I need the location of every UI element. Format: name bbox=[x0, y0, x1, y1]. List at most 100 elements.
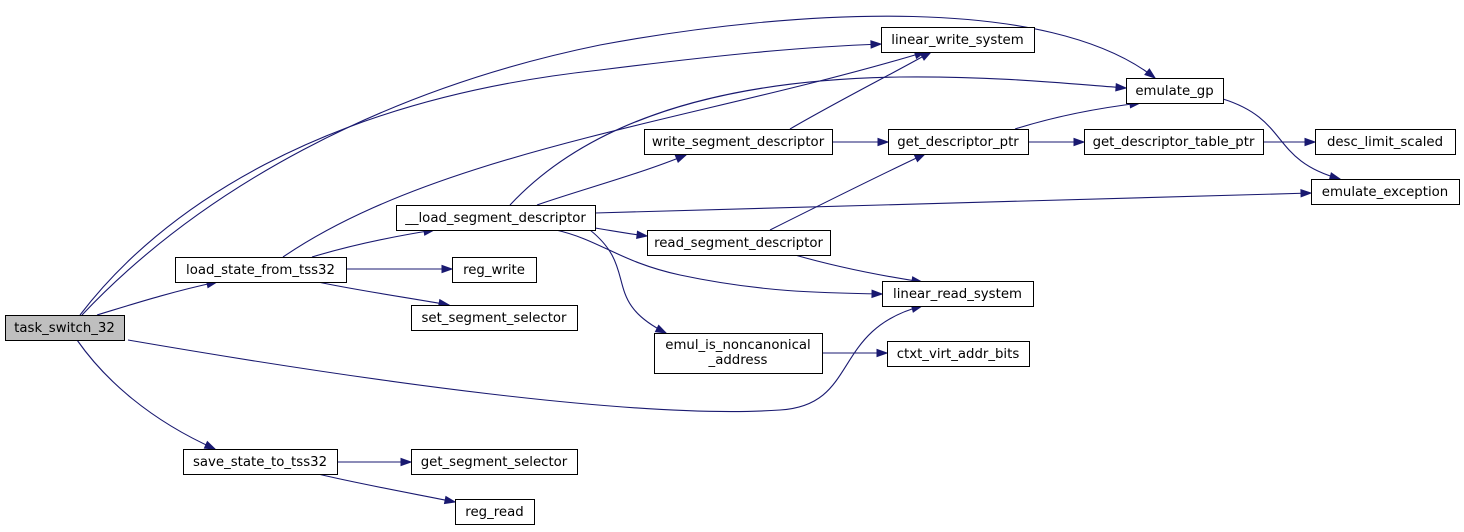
edge-save-state-to-tss32-to-get-segment-selector bbox=[337, 457, 413, 467]
edge-line bbox=[282, 51, 926, 258]
node-get-descriptor-table-ptr[interactable]: get_descriptor_table_ptr bbox=[1084, 129, 1264, 155]
node-box bbox=[647, 230, 831, 256]
node-save-state-to-tss32[interactable]: save_state_to_tss32 bbox=[183, 449, 338, 475]
node-box bbox=[882, 281, 1034, 307]
edge-write-segment-descriptor-to-linear-write-system bbox=[789, 51, 933, 130]
node-box bbox=[1084, 129, 1264, 155]
node-box bbox=[1315, 129, 1456, 155]
edge-line bbox=[594, 192, 1312, 214]
node-box bbox=[887, 341, 1030, 367]
edge-load-state-from-tss32-to-reg-write bbox=[346, 264, 454, 274]
edge-line bbox=[555, 229, 883, 295]
edge-task-switch-32-to-linear-write-system bbox=[79, 40, 883, 316]
edge-task-switch-32-to-load-state-from-tss32 bbox=[96, 279, 219, 316]
node-box bbox=[888, 129, 1029, 155]
arrowhead-icon bbox=[400, 457, 413, 467]
node-label: ctxt_virt_addr_bits bbox=[897, 347, 1020, 362]
node-box bbox=[396, 205, 596, 231]
edge-get-descriptor-ptr-to-emulate-gp bbox=[1014, 99, 1142, 130]
node-reg-read[interactable]: reg_read bbox=[455, 499, 535, 525]
node-label: linear_write_system bbox=[891, 33, 1023, 48]
node-get-segment-selector[interactable]: get_segment_selector bbox=[411, 449, 578, 475]
node-label: get_descriptor_ptr bbox=[897, 135, 1019, 150]
edge---load-segment-descriptor-to-emul-is-noncanonical-address bbox=[589, 229, 668, 334]
node-box bbox=[455, 499, 535, 525]
node-read-segment-descriptor[interactable]: read_segment_descriptor bbox=[647, 230, 831, 256]
node-box bbox=[411, 305, 578, 331]
node-task-switch-32[interactable]: task_switch_32 bbox=[5, 315, 125, 341]
edge-line bbox=[311, 229, 435, 258]
edge-line bbox=[769, 153, 926, 231]
node-label: save_state_to_tss32 bbox=[193, 455, 327, 470]
node-box bbox=[452, 257, 537, 283]
node-reg-write[interactable]: reg_write bbox=[452, 257, 537, 283]
arrowhead-icon bbox=[441, 264, 454, 274]
node-emul-is-noncanonical-address[interactable]: emul_is_noncanonical_address bbox=[654, 333, 823, 374]
edge-load-state-from-tss32-to---load-segment-descriptor bbox=[311, 227, 436, 258]
arrowhead-icon bbox=[871, 289, 884, 299]
edge-get-descriptor-ptr-to-get-descriptor-table-ptr bbox=[1028, 137, 1086, 147]
edge-line bbox=[1014, 102, 1141, 130]
node-label: reg_read bbox=[465, 505, 523, 520]
node-box bbox=[881, 27, 1035, 53]
arrowhead-icon bbox=[654, 324, 668, 334]
node-linear-write-system[interactable]: linear_write_system bbox=[881, 27, 1035, 53]
node-box bbox=[1126, 78, 1224, 104]
node-box bbox=[1311, 179, 1460, 205]
node-get-descriptor-ptr[interactable]: get_descriptor_ptr bbox=[888, 129, 1029, 155]
arrowhead-icon bbox=[1300, 188, 1313, 198]
arrowhead-icon bbox=[919, 51, 933, 61]
node-label: desc_limit_scaled bbox=[1327, 135, 1443, 150]
node-emulate-exception[interactable]: emulate_exception bbox=[1311, 179, 1460, 205]
node-label: __load_segment_descriptor bbox=[404, 211, 586, 226]
edge-line bbox=[79, 43, 882, 316]
edge-line bbox=[794, 254, 923, 283]
nodes-layer: task_switch_32 load_state_from_tss32 save_… bbox=[5, 27, 1460, 525]
node-label: set_segment_selector bbox=[421, 311, 567, 326]
edge-task-switch-32-to-save-state-to-tss32 bbox=[76, 339, 217, 450]
node-box bbox=[644, 129, 833, 155]
node-label: emulate_exception bbox=[1322, 185, 1448, 200]
arrowhead-icon bbox=[870, 40, 883, 49]
node-label: emul_is_noncanonical bbox=[665, 338, 810, 353]
node-label: get_descriptor_table_ptr bbox=[1093, 135, 1255, 150]
node-ctxt-virt-addr-bits[interactable]: ctxt_virt_addr_bits bbox=[887, 341, 1030, 367]
edge-line bbox=[96, 281, 218, 316]
edge-line bbox=[127, 305, 923, 413]
node-label: task_switch_32 bbox=[14, 321, 115, 336]
arrowhead-icon bbox=[1073, 137, 1086, 147]
edge-line bbox=[509, 76, 1127, 206]
edge-write-segment-descriptor-to-get-descriptor-ptr bbox=[832, 137, 890, 147]
edge-read-segment-descriptor-to-linear-read-system bbox=[794, 254, 924, 285]
node-label: linear_read_system bbox=[893, 287, 1022, 302]
node-box bbox=[411, 449, 578, 475]
node-load-state-from-tss32[interactable]: load_state_from_tss32 bbox=[175, 257, 347, 283]
arrowhead-icon bbox=[636, 230, 649, 240]
arrowhead-icon bbox=[877, 137, 890, 147]
node-load-segment-descriptor[interactable]: __load_segment_descriptor bbox=[396, 205, 596, 231]
edge-task-switch-32-to-emulate-gp bbox=[81, 15, 1157, 316]
node-box bbox=[654, 333, 823, 374]
node-box bbox=[175, 257, 347, 283]
edge-line bbox=[789, 51, 932, 130]
edge-get-descriptor-table-ptr-to-desc-limit-scaled bbox=[1263, 137, 1317, 147]
edge-line bbox=[81, 15, 1156, 316]
node-write-segment-descriptor[interactable]: write_segment_descriptor bbox=[644, 129, 833, 155]
edge-line bbox=[317, 473, 456, 503]
node-set-segment-selector[interactable]: set_segment_selector bbox=[411, 305, 578, 331]
node-label: emulate_gp bbox=[1135, 84, 1213, 99]
edge---load-segment-descriptor-to-linear-read-system bbox=[555, 229, 884, 299]
node-emulate-gp[interactable]: emulate_gp bbox=[1126, 78, 1224, 104]
arrowhead-icon bbox=[913, 153, 927, 163]
arrowhead-icon bbox=[1328, 172, 1342, 181]
node-linear-read-system[interactable]: linear_read_system bbox=[882, 281, 1034, 307]
edge-line bbox=[76, 339, 216, 450]
edge-emul-is-noncanonical-address-to-ctxt-virt-addr-bits bbox=[822, 348, 889, 358]
edge-read-segment-descriptor-to-get-descriptor-ptr bbox=[769, 153, 927, 231]
node-label: load_state_from_tss32 bbox=[186, 263, 335, 278]
arrowhead-icon bbox=[203, 440, 217, 450]
arrowhead-icon bbox=[443, 495, 457, 505]
node-label: write_segment_descriptor bbox=[652, 135, 825, 150]
edge---load-segment-descriptor-to-emulate-exception bbox=[594, 188, 1313, 214]
node-desc-limit-scaled[interactable]: desc_limit_scaled bbox=[1315, 129, 1456, 155]
